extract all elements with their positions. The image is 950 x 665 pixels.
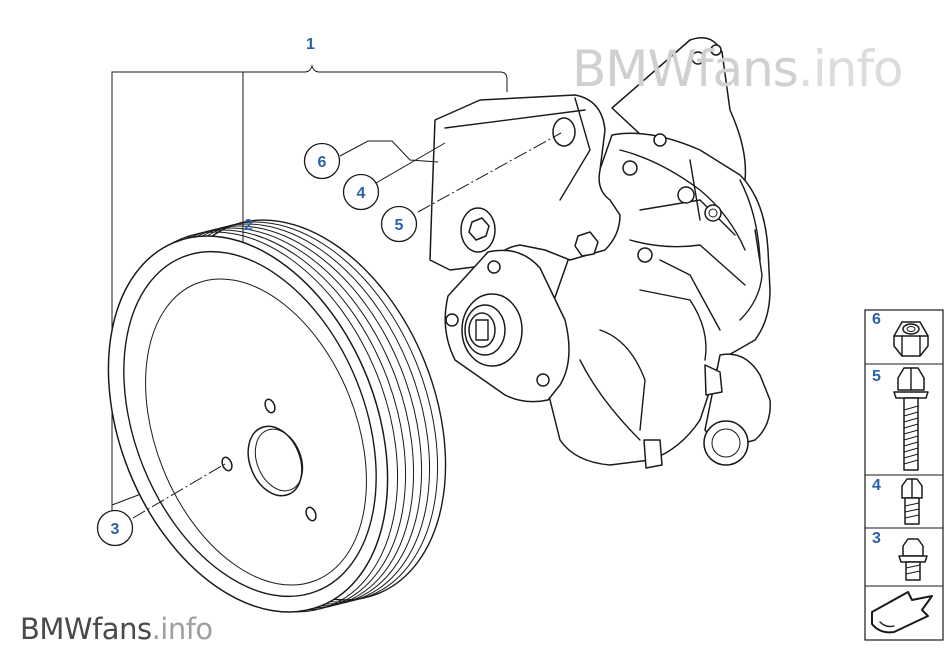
- short-bolt-icon: [901, 478, 923, 525]
- long-bolt-icon: [893, 367, 929, 471]
- legend-row-6: 6: [872, 311, 929, 357]
- arrow-navigation-icon[interactable]: [871, 591, 933, 634]
- hex-nut-icon: [893, 321, 929, 357]
- small-callout-leaders: [132, 132, 562, 519]
- flange-bolt-icon: [898, 538, 928, 581]
- circled-callout-4: 4: [342, 173, 380, 211]
- legend-row-3: 3: [872, 530, 928, 581]
- watermark-bottom-suffix: .info: [151, 612, 214, 646]
- circled-callout-3: 3: [96, 509, 134, 547]
- callout-6-label: 6: [318, 154, 327, 171]
- legend-num-4: 4: [872, 477, 881, 494]
- callout-1: 1: [306, 36, 315, 53]
- steering-pump: [429, 37, 771, 469]
- callout-2: 2: [244, 217, 253, 234]
- watermark-top: BMWfans.info: [572, 40, 904, 98]
- legend-row-4: 4: [872, 477, 923, 525]
- watermark-top-suffix: .info: [797, 40, 904, 98]
- parts-legend: 6 5 4: [864, 309, 944, 641]
- legend-num-3: 3: [872, 530, 881, 547]
- callout-4-label: 4: [357, 185, 366, 202]
- watermark-bottom: BMWfans.info: [20, 612, 213, 646]
- legend-num-5: 5: [872, 368, 881, 385]
- circled-callout-5: 5: [380, 205, 418, 243]
- circled-callout-6: 6: [303, 142, 341, 180]
- watermark-bottom-brand: BMWfans: [20, 612, 152, 646]
- pulley: [107, 219, 447, 613]
- callout-3-label: 3: [111, 521, 120, 538]
- legend-row-5: 5: [872, 367, 929, 471]
- legend-num-6: 6: [872, 311, 881, 328]
- watermark-top-brand: BMWfans: [572, 40, 799, 98]
- callout-5-label: 5: [395, 217, 404, 234]
